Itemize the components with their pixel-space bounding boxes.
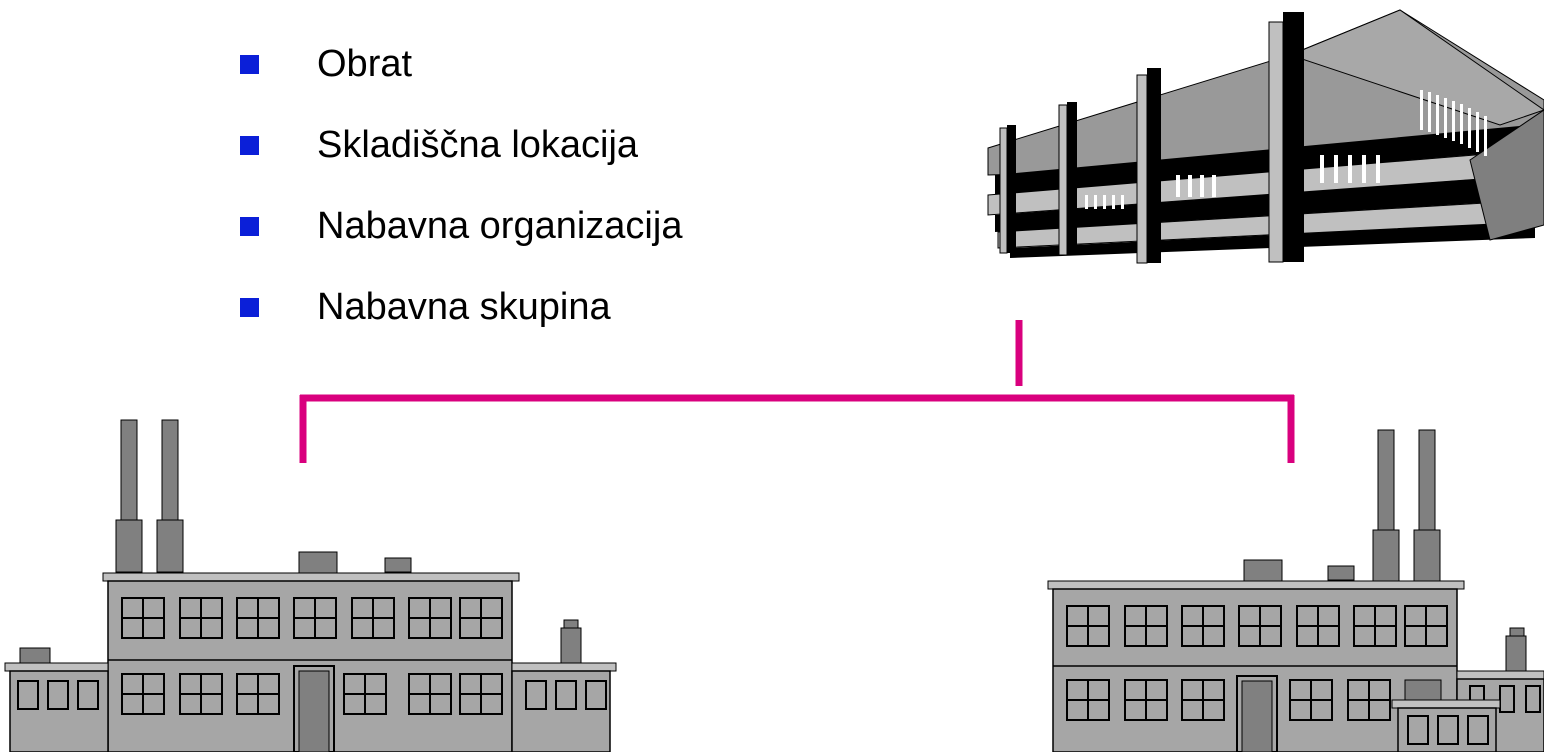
- window: [555, 680, 577, 710]
- window: [525, 680, 547, 710]
- window: [1467, 715, 1489, 745]
- bullet-list: Obrat Skladiščna lokacija Nabavna organi…: [0, 0, 900, 380]
- window: [1407, 715, 1429, 745]
- list-item: Skladiščna lokacija: [240, 117, 638, 173]
- list-item-label: Nabavna organizacija: [317, 204, 683, 247]
- window: [77, 680, 99, 710]
- list-item-label: Obrat: [317, 42, 413, 85]
- factory-icon: [4, 419, 617, 752]
- square-bullet-icon: [240, 54, 259, 74]
- list-item: Obrat: [240, 36, 412, 92]
- window: [17, 680, 39, 710]
- list-item: Nabavna organizacija: [240, 198, 682, 254]
- connector-lines: [299, 320, 1295, 463]
- factory-icon: [1047, 429, 1544, 752]
- window: [1437, 715, 1459, 745]
- window: [47, 680, 69, 710]
- list-item-label: Nabavna skupina: [317, 285, 611, 328]
- window: [1499, 685, 1515, 713]
- list-item: Nabavna skupina: [240, 279, 611, 335]
- square-bullet-icon: [240, 135, 259, 155]
- square-bullet-icon: [240, 216, 259, 236]
- square-bullet-icon: [240, 297, 259, 317]
- list-item-label: Skladiščna lokacija: [317, 123, 639, 166]
- window: [1525, 685, 1541, 713]
- window: [585, 680, 607, 710]
- office-building-icon: [987, 9, 1544, 264]
